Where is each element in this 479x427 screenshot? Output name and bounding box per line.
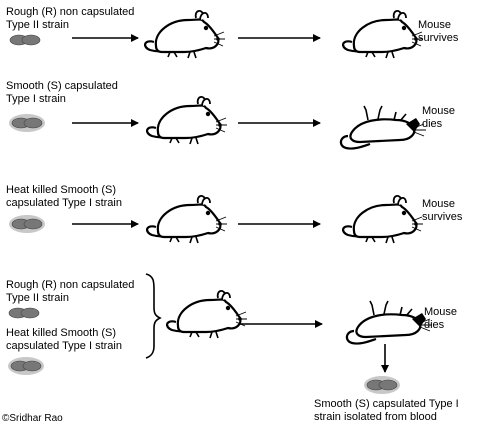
rough-strain-label-line1: Rough (R) non capsulated [6,6,135,18]
heat-killed-smooth-bacteria-icon [7,356,45,376]
heat-killed-strain-label-line2: capsulated Type I strain [6,197,122,209]
rough-strain-label-line1: Rough (R) non capsulated [6,279,135,291]
result-label-line2: strain isolated from blood [314,411,437,423]
smooth-strain-bacteria-icon [8,113,46,133]
combination-brace [145,273,162,359]
live-mouse-icon [143,9,227,60]
outcome-label-line2: dies [422,118,443,130]
live-mouse-icon [145,95,229,146]
heat-killed-strain-label-line1: Heat killed Smooth (S) [6,327,117,339]
outcome-label-line2: dies [424,319,445,331]
isolated-smooth-bacteria-icon [363,375,401,395]
result-label-line1: Smooth (S) capsulated Type I [314,398,459,410]
heat-killed-strain-label-line1: Heat killed Smooth (S) [6,184,117,196]
dead-mouse-icon [339,104,428,150]
rough-strain-bacteria-icon [8,307,40,319]
surviving-mouse-icon [341,194,425,245]
live-mouse-icon [165,289,249,340]
heat-killed-smooth-bacteria-icon [8,214,46,234]
surviving-mouse-icon [341,9,425,60]
smooth-strain-label-line1: Smooth (S) capsulated [6,80,118,92]
outcome-label-line2: survives [418,32,459,44]
outcome-label-line1: Mouse [422,105,456,117]
dead-mouse-icon [345,299,434,345]
outcome-label-line1: Mouse [422,198,456,210]
rough-strain-label-line2: Type II strain [6,292,69,304]
heat-killed-strain-label-line2: capsulated Type I strain [6,340,122,352]
outcome-label-line1: Mouse [424,306,458,318]
rough-strain-label-line2: Type II strain [6,19,69,31]
credit-label: ©Sridhar Rao [2,413,63,424]
outcome-label-line2: survives [422,211,463,223]
outcome-label-line1: Mouse [418,19,452,31]
rough-strain-bacteria-icon [9,34,41,46]
live-mouse-icon [145,194,229,245]
smooth-strain-label-line2: Type I strain [6,93,66,105]
